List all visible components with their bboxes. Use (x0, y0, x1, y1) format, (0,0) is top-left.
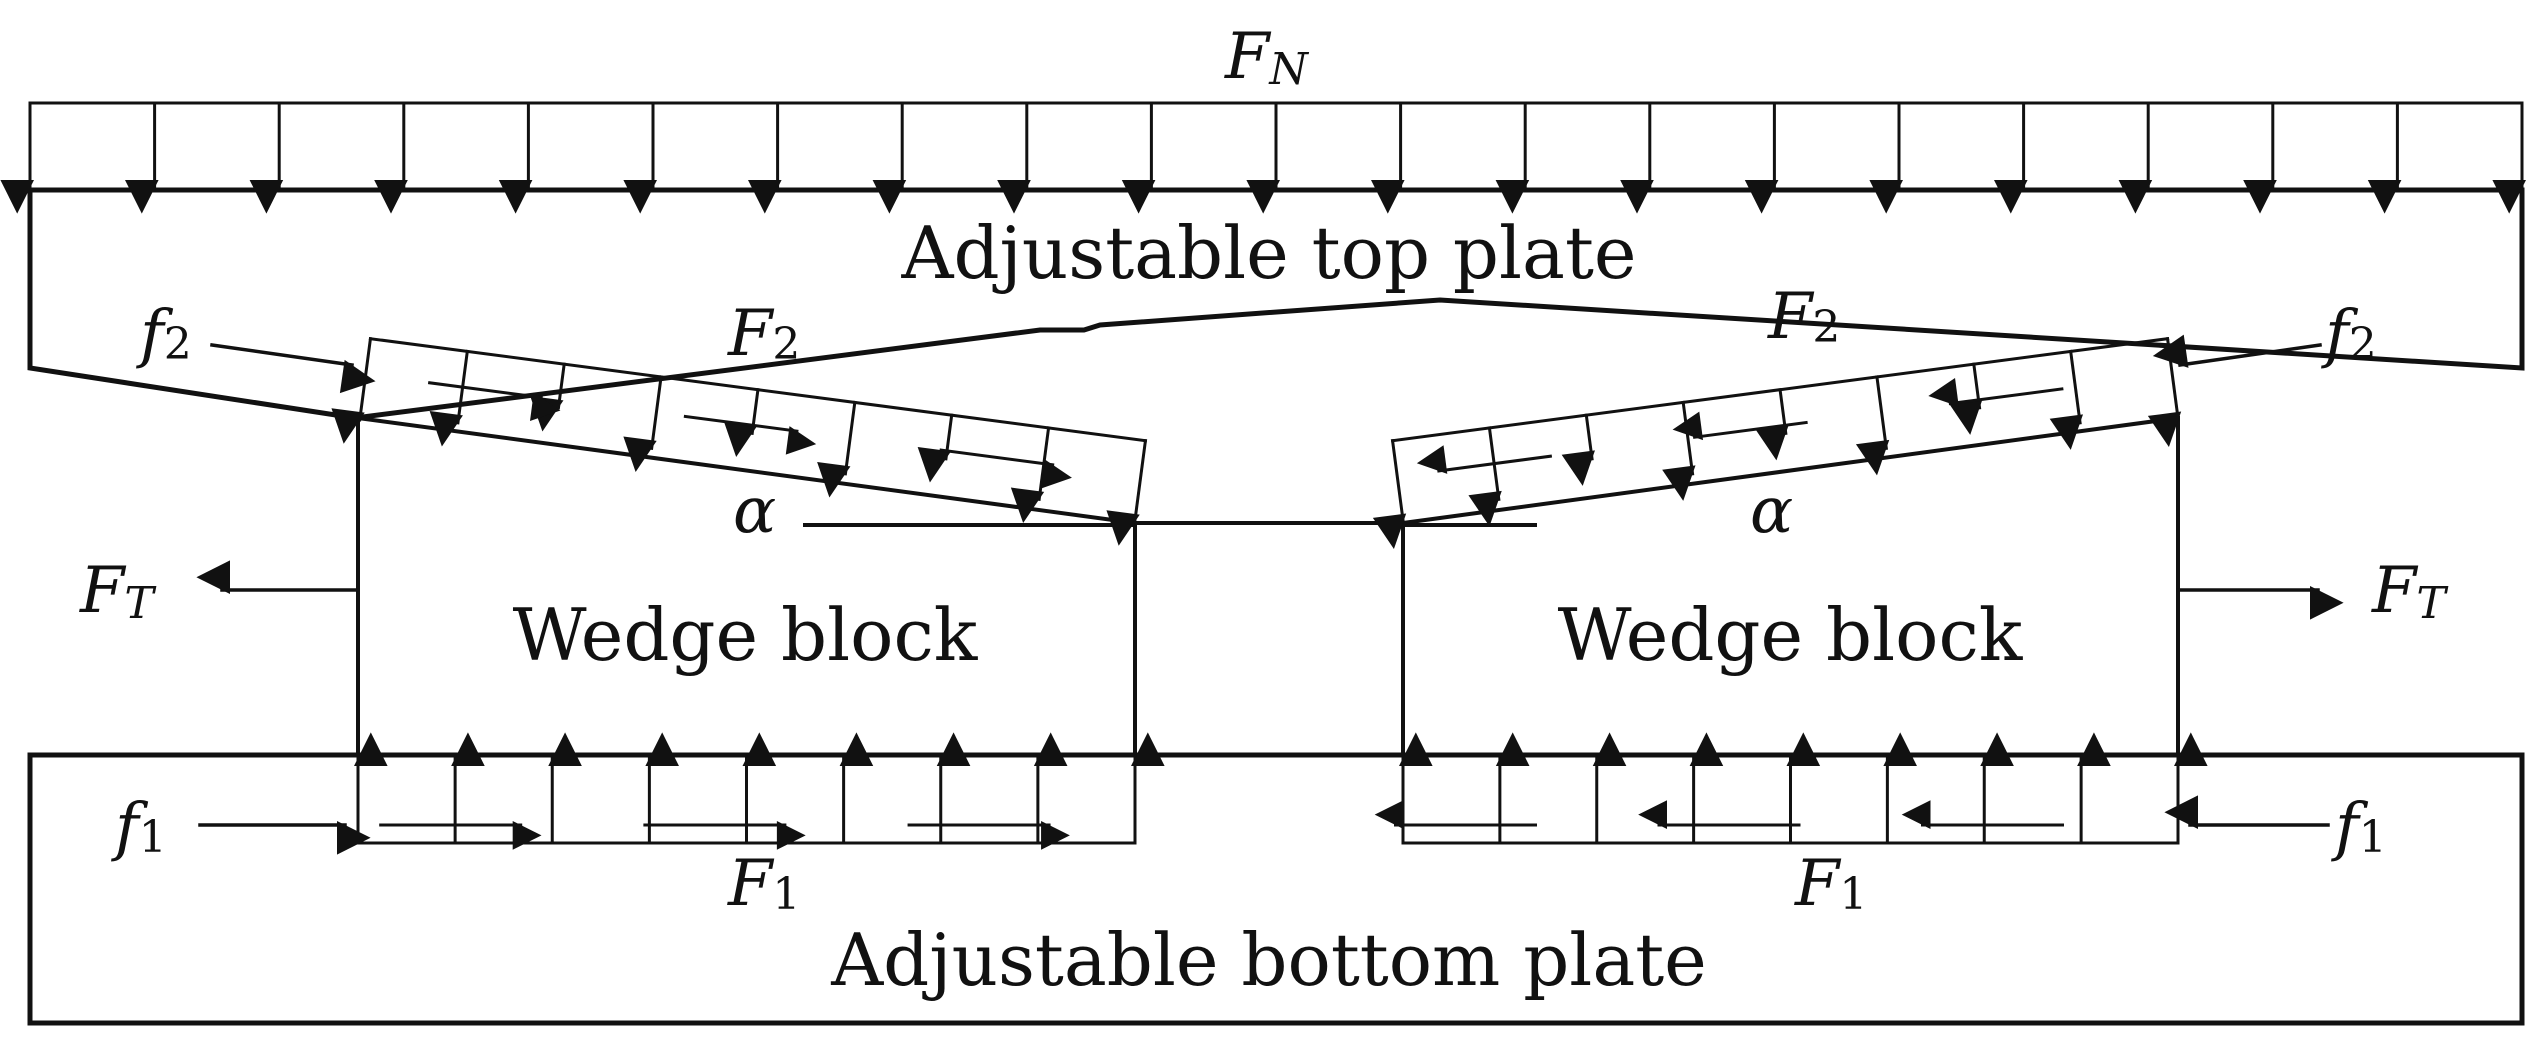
top-reaction-arrows-right (1372, 337, 2182, 550)
bottom-plate (27, 752, 2525, 1026)
top-surface-friction-arrow (1672, 411, 1808, 441)
top-reaction-end-arrow (331, 337, 373, 444)
top-surface-friction-arrow (939, 448, 1072, 489)
top-surface-friction-arrow (427, 381, 561, 422)
top-reaction-arrow (1855, 375, 1890, 476)
top-surface-friction-arrow (1416, 445, 1553, 474)
top-friction-arrow-left (210, 343, 376, 394)
top-reaction-end-arrow (1106, 439, 1148, 546)
top-surface-friction-arrow (683, 414, 817, 455)
bottom-reaction-arrows-left (354, 732, 1165, 850)
top-reaction-arrow (817, 400, 857, 498)
top-reaction-arrow (623, 375, 663, 473)
bottom-plate-label: Adjustable bottom plate (830, 918, 1707, 1002)
alpha-label-right: α (1750, 474, 1793, 548)
top-friction-label-right: f2 (2321, 297, 2377, 371)
wedge-block-left (356, 415, 1137, 757)
bottom-friction-label-right: f1 (2331, 790, 2387, 864)
bottom-friction-label-left: f1 (111, 790, 167, 864)
bottom-reaction-label-left: F1 (727, 847, 800, 921)
top-reaction-label-left: F2 (727, 297, 800, 371)
top-plate-label: Adjustable top plate (900, 211, 1636, 295)
top-reaction-end-arrow (1372, 439, 1407, 550)
bottom-reaction-arrows-right (1374, 732, 2208, 845)
top-reaction-end-arrow (2147, 337, 2182, 448)
wedge-block-right-label: Wedge block (1558, 593, 2024, 677)
normal-load-arrows (0, 101, 2526, 214)
top-reaction-arrow (2049, 349, 2084, 450)
top-reaction-label-right: F2 (1767, 280, 1840, 354)
top-reaction-arrow (1662, 400, 1696, 501)
wedge-block-right (1401, 415, 2180, 757)
normal-force-label: FN (1224, 20, 1309, 95)
top-plate (27, 187, 2525, 421)
alpha-label-left: α (733, 474, 776, 548)
top-reaction-arrow (530, 362, 566, 432)
bottom-reaction-label-right: F1 (1794, 847, 1867, 921)
top-friction-arrow-right (2152, 334, 2322, 368)
top-reaction-arrow (1561, 413, 1595, 486)
tension-label-right: FT (2371, 554, 2449, 629)
tension-label-left: FT (79, 554, 157, 629)
wedge-block-left-label: Wedge block (513, 593, 979, 677)
top-surface-friction-arrow (1928, 377, 2064, 407)
top-friction-label-left: f2 (136, 297, 192, 371)
